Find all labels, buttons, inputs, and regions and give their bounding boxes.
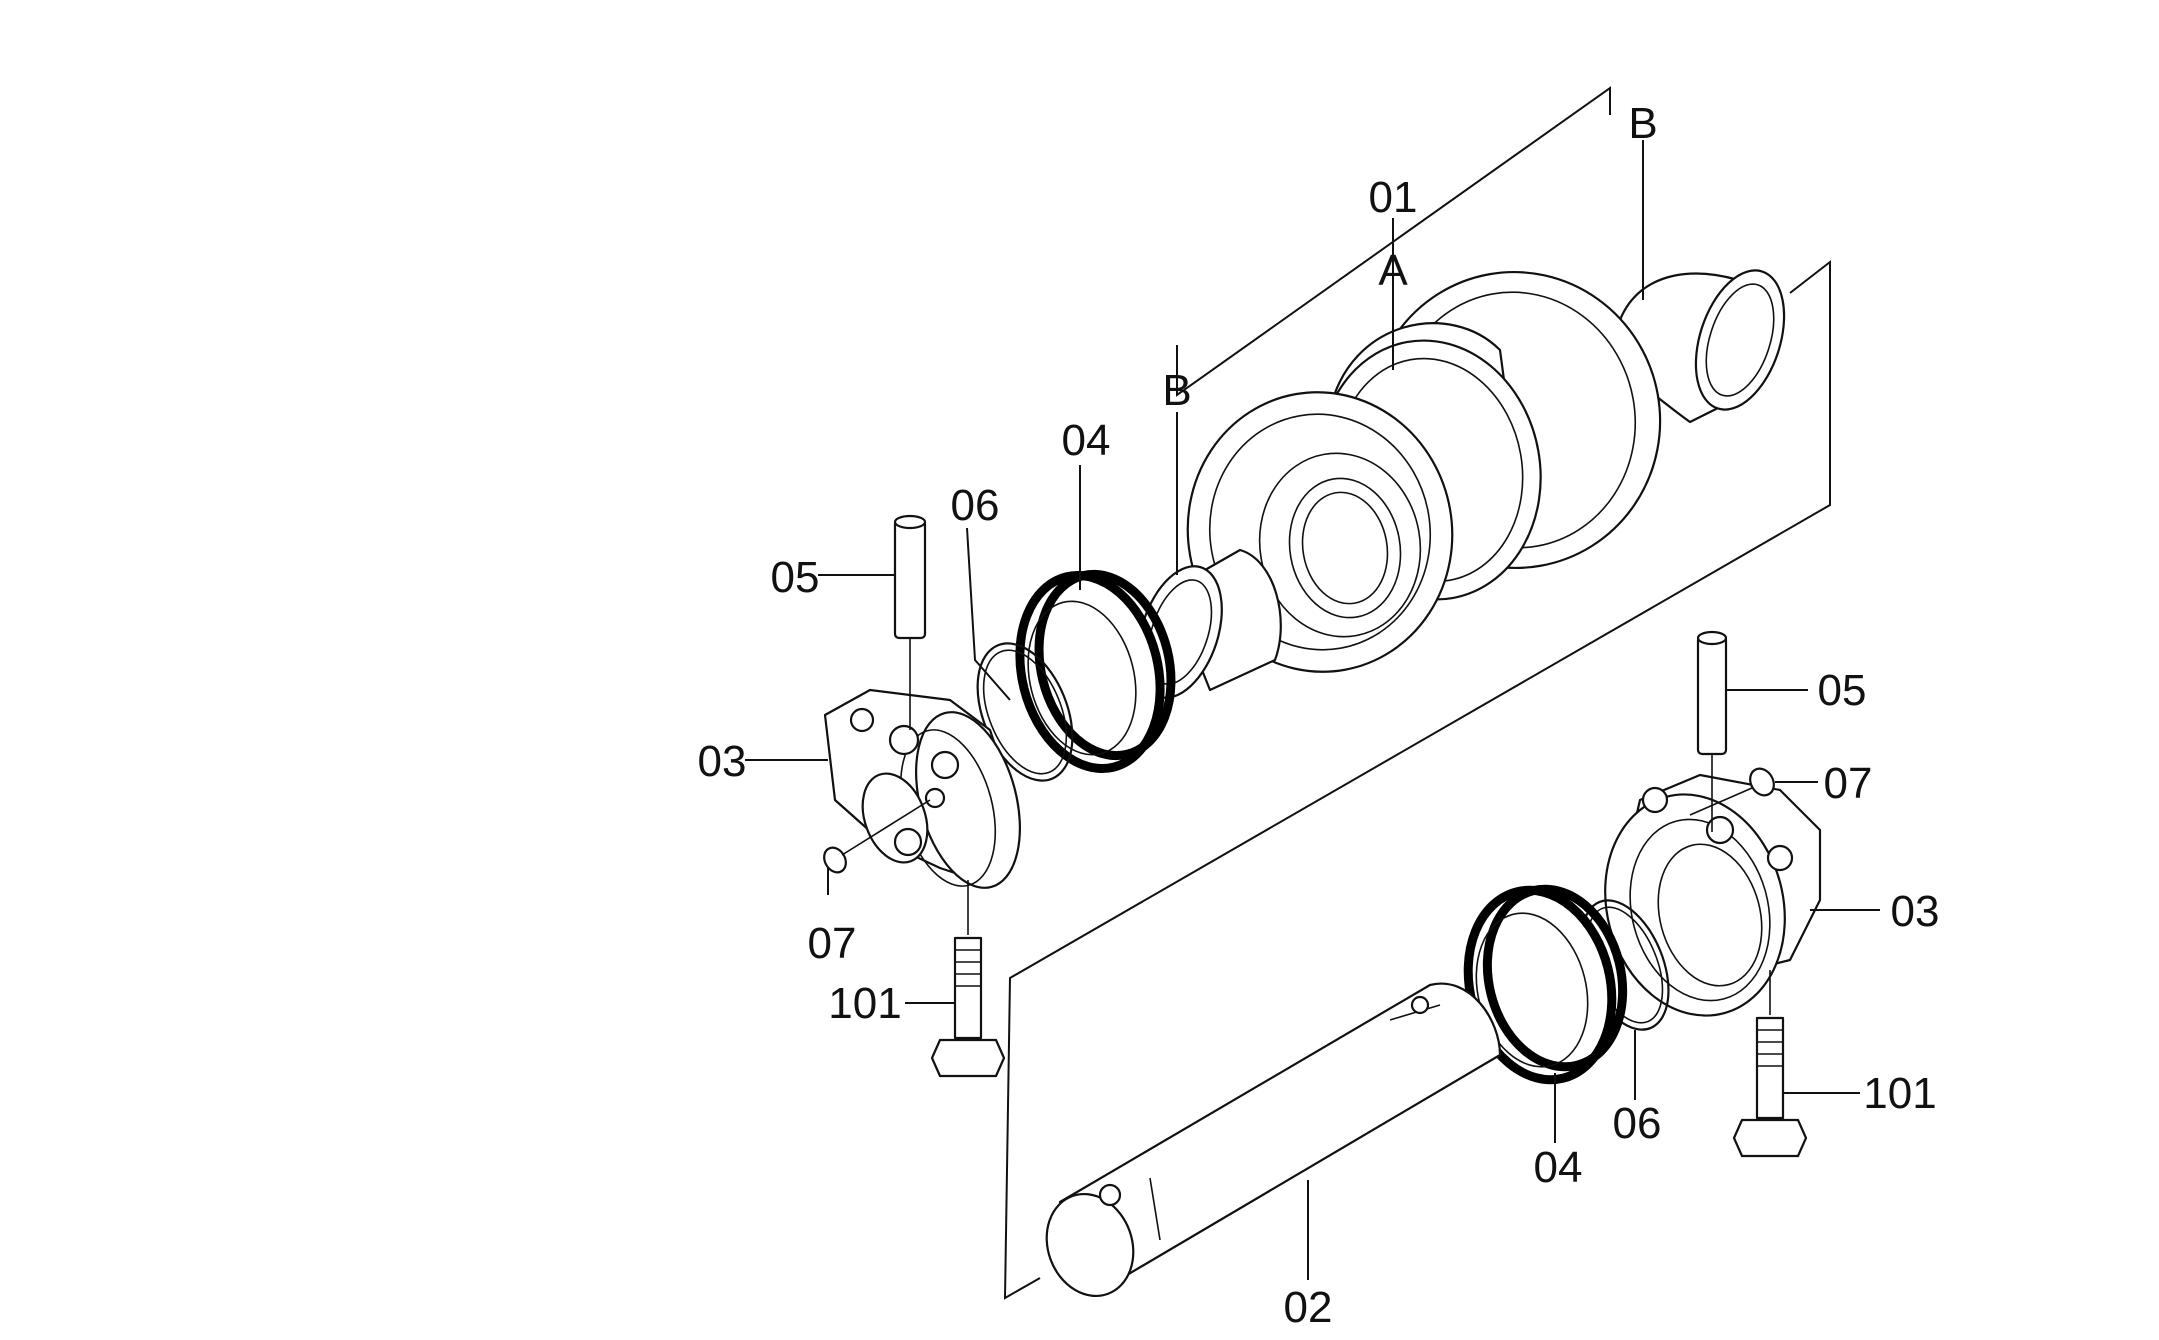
collar-bracket-03-right [1604,773,1822,1017]
set-screw-07-right [1689,767,1775,816]
shaft-02 [1045,982,1502,1298]
callout-01: 01 [1369,173,1418,222]
set-screw-07-left [823,799,931,874]
bolt-101-left [930,880,1006,1078]
callout-05-right: 05 [1818,666,1867,715]
collar-bracket-03-left [823,688,1021,889]
pin-05-right [1696,630,1728,832]
callout-05-left: 05 [771,553,820,602]
callout-03-right: 03 [1891,887,1940,936]
callout-101-right: 101 [1863,1069,1936,1118]
assembly-bracket-lower [1003,259,1831,1300]
callout-04-right: 04 [1534,1143,1583,1192]
callout-03-left: 03 [698,737,747,786]
callout-b-upper: B [1628,99,1657,148]
callout-101-left: 101 [828,979,901,1028]
pin-05-left [893,514,927,730]
callout-02: 02 [1284,1283,1333,1332]
leader-lines [745,140,1880,1280]
callout-04-left: 04 [1062,416,1111,465]
callout-07-right: 07 [1824,759,1873,808]
callout-07-left: 07 [808,919,857,968]
callout-a: A [1378,246,1408,295]
callout-b-lower: B [1162,366,1191,415]
bolt-101-right [1732,970,1808,1158]
floating-seal-04-left [1015,569,1176,774]
callout-06-right: 06 [1613,1099,1662,1148]
track-roller-01 [1137,269,1786,699]
callout-labels: B 01 A B 04 06 05 03 07 101 05 07 03 101… [698,99,1940,1332]
callout-06-left: 06 [951,481,1000,530]
